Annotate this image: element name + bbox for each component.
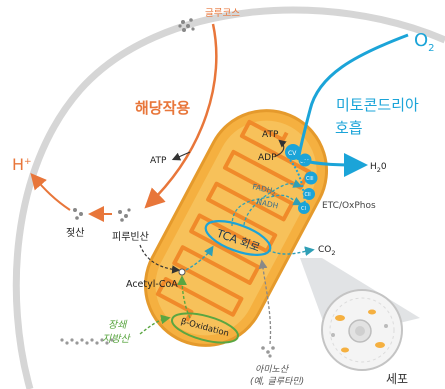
complex-ii-label: CII [305, 192, 311, 198]
amino-acid-label-2: (예, 글루타민) [250, 376, 304, 387]
atp-mito-label: ATP [262, 130, 279, 140]
complex-i-label: CI [301, 206, 306, 212]
mitochondrion [124, 89, 347, 366]
proton-efflux-arrow [33, 176, 70, 210]
lactate-label: 젖산 [66, 227, 84, 239]
mito-respiration-label: 미토콘드리아 [336, 96, 419, 114]
acetyl-coa-node [179, 269, 185, 275]
atp-glycolysis-label: ATP [150, 156, 167, 166]
amino-acid-molecule-icon [261, 346, 275, 357]
glycolysis-label: 해당작용 [135, 99, 190, 117]
water-label: H20 [370, 162, 387, 174]
cell-label: 세포 [386, 372, 408, 386]
pyruvate-label: 피루빈산 [112, 231, 149, 243]
etc-label: ETC/OxPhos [322, 201, 376, 211]
cell-icon [322, 290, 402, 370]
amino-acid-label-1: 아미노산 [255, 364, 290, 375]
fatty-acid-label-2: 지방산 [102, 333, 131, 345]
complex-v-label: CV [288, 150, 297, 157]
complex-iii-label: CIII [306, 176, 314, 182]
acetyl-coa-label: Acetyl-CoA [126, 279, 178, 290]
pyruvate-molecule-icon [118, 208, 131, 221]
co2-label: CO2 [318, 245, 336, 257]
lactate-molecule-icon [73, 208, 83, 220]
proton-label: H+ [12, 155, 32, 174]
fatty-acid-label-1: 장쇄 [108, 319, 128, 331]
glucose-label: 글루코스 [205, 8, 240, 19]
mito-respiration-label-2: 호흡 [335, 119, 363, 137]
adp-label: ADP [258, 153, 277, 163]
